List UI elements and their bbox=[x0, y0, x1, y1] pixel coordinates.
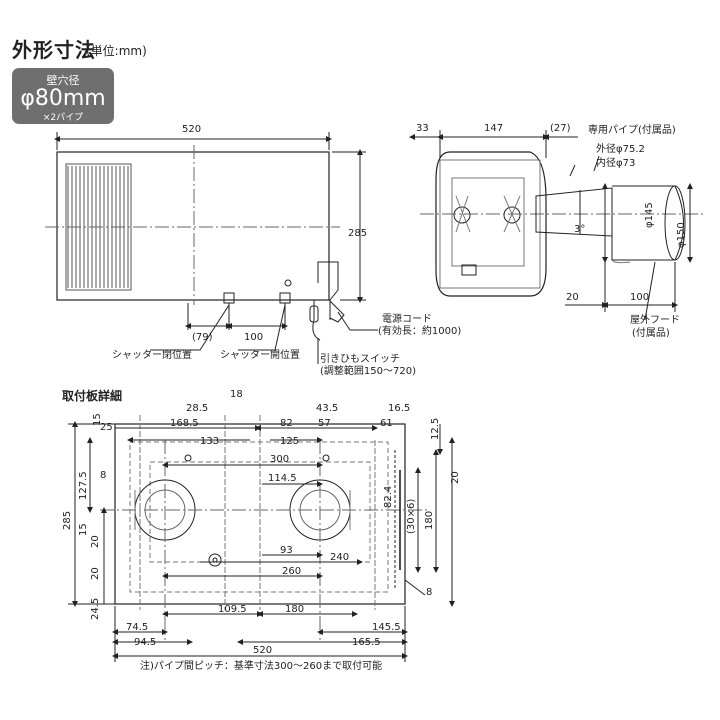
dim-150: φ150 bbox=[676, 222, 687, 248]
dim-8: 8 bbox=[100, 470, 106, 481]
pipe-label: 専用パイプ(付属品) bbox=[588, 123, 676, 136]
dim-24-5: 24.5 bbox=[90, 598, 101, 620]
dim-165-5: 165.5 bbox=[352, 637, 381, 648]
dim-28-5: 28.5 bbox=[186, 403, 208, 414]
dim-240: 240 bbox=[330, 552, 349, 563]
dim-94-5: 94.5 bbox=[134, 637, 156, 648]
dim-20-b: 20 bbox=[90, 535, 101, 548]
dim-74-5: 74.5 bbox=[126, 622, 148, 633]
inner-dia-label: 内径φ73 bbox=[596, 156, 635, 169]
plate-labels: 取付板詳細 18 28.5 168.5 82 43.5 16.5 57 61 1… bbox=[62, 388, 461, 672]
dim-109-5: 109.5 bbox=[218, 604, 247, 615]
dim-100-side: 100 bbox=[630, 292, 649, 303]
side-labels: 33 147 (27) 専用パイプ(付属品) 外径φ75.2 内径φ73 3° … bbox=[416, 123, 687, 339]
page-title: 外形寸法 bbox=[12, 38, 96, 62]
dim-front-height: 285 bbox=[348, 228, 367, 239]
dim-82-4: 82.4 bbox=[383, 486, 394, 508]
dim-30x6: (30×6) bbox=[406, 499, 417, 534]
dim-147: 147 bbox=[484, 123, 503, 134]
dim-260: 260 bbox=[282, 566, 301, 577]
outer-dia-label: 外径φ75.2 bbox=[596, 142, 645, 155]
dim-33: 33 bbox=[416, 123, 429, 134]
cord-label: 電源コード bbox=[382, 312, 432, 325]
dim-20: 20 bbox=[566, 292, 579, 303]
dim-100: 100 bbox=[244, 332, 263, 343]
badge-line2: φ80mm bbox=[20, 86, 106, 111]
plate-title: 取付板詳細 bbox=[62, 388, 122, 403]
dim-front-width: 520 bbox=[182, 124, 201, 135]
front-view bbox=[45, 132, 378, 364]
side-view bbox=[409, 130, 705, 321]
front-labels: 520 285 (79) 100 シャッター閉位置 シャッター開位置 電源コード… bbox=[112, 124, 461, 377]
dim-12-5: 12.5 bbox=[430, 418, 441, 440]
dim-18: 18 bbox=[230, 389, 243, 400]
dim-43-5: 43.5 bbox=[316, 403, 338, 414]
dim-20-c: 20 bbox=[90, 567, 101, 580]
hood-label: 屋外フード bbox=[630, 314, 680, 326]
dim-82: 82 bbox=[280, 418, 293, 429]
dim-8-b: 8 bbox=[426, 587, 432, 598]
dim-57: 57 bbox=[318, 418, 331, 429]
dim-285-v: 285 bbox=[62, 511, 73, 530]
dim-127-5: 127.5 bbox=[78, 471, 89, 500]
dim-180-b: 180 bbox=[285, 604, 304, 615]
plate-view bbox=[68, 415, 455, 662]
shutter-open-label: シャッター開位置 bbox=[220, 348, 300, 361]
dim-93: 93 bbox=[280, 545, 293, 556]
dim-125: 125 bbox=[280, 436, 299, 447]
dim-25: 25 bbox=[100, 422, 113, 433]
dim-180-v: 180 bbox=[424, 511, 435, 530]
dim-79: (79) bbox=[192, 332, 213, 343]
dim-145-5: 145.5 bbox=[372, 622, 401, 633]
dim-61: 61 bbox=[380, 418, 393, 429]
pull-range-label: (調整範囲150〜720) bbox=[320, 364, 416, 377]
wall-hole-badge: 壁穴径 φ80mm ×2パイプ bbox=[12, 68, 114, 124]
cord-length-label: (有効長：約1000) bbox=[378, 324, 461, 337]
dim-16-5: 16.5 bbox=[388, 403, 410, 414]
hood-note: (付属品) bbox=[632, 326, 670, 339]
plate-note: 注)パイプ間ピッチ：基準寸法300〜260まで取付可能 bbox=[140, 659, 382, 672]
badge-line1: 壁穴径 bbox=[46, 74, 80, 87]
shutter-close-label: シャッター閉位置 bbox=[112, 348, 192, 361]
unit-label: (単位:mm) bbox=[86, 44, 147, 58]
slope-label: 3° bbox=[574, 224, 585, 235]
dim-20-right: 20 bbox=[450, 471, 461, 484]
dim-133: 133 bbox=[200, 436, 219, 447]
dim-520-plate: 520 bbox=[253, 645, 272, 656]
dim-145: φ145 bbox=[644, 202, 655, 228]
front-body bbox=[56, 151, 330, 301]
pull-switch-label: 引きひもスイッチ bbox=[320, 353, 400, 365]
dim-15-b: 15 bbox=[78, 523, 89, 536]
dim-168-5: 168.5 bbox=[170, 418, 199, 429]
dim-114-5: 114.5 bbox=[268, 473, 297, 484]
badge-line3: ×2パイプ bbox=[42, 113, 84, 123]
dim-27: (27) bbox=[550, 123, 571, 134]
dim-300: 300 bbox=[270, 454, 289, 465]
dim-15: 15 bbox=[92, 413, 103, 426]
